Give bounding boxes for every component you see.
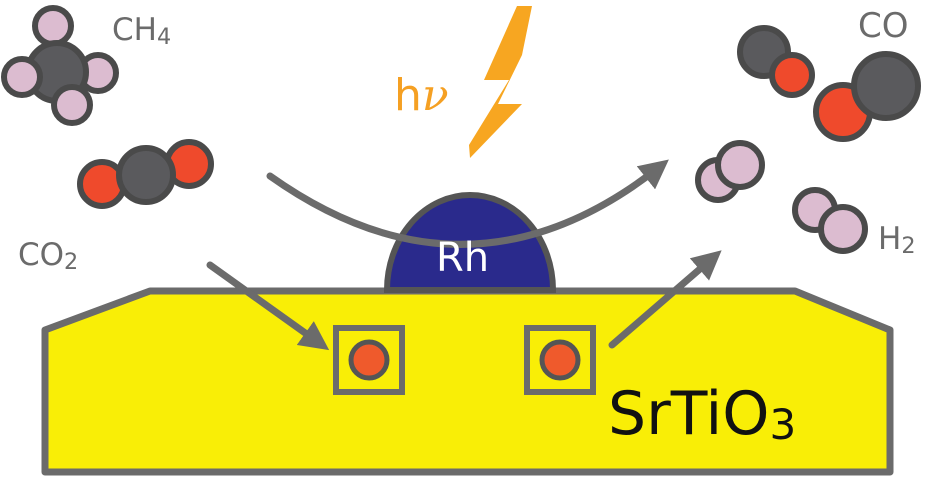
srtio3-subscript: 3 <box>769 400 797 450</box>
light-nu: ν <box>421 70 449 121</box>
light-energy-label: hν <box>394 74 449 118</box>
lattice-oxygen-site-icon <box>524 325 596 395</box>
methane-subscript: 4 <box>156 24 172 51</box>
methane-molecule-icon <box>1 5 119 126</box>
carbon-monoxide-molecule-icon <box>737 25 815 98</box>
reaction-arrow-curved <box>266 159 669 248</box>
carbon-dioxide-molecule-icon <box>77 139 214 209</box>
hydrogen-molecule-icon <box>792 187 868 254</box>
hydrogen-molecule-icon <box>695 140 765 203</box>
rh-label: Rh <box>436 235 490 281</box>
co2-formula: CO <box>18 237 65 273</box>
srtio3-support <box>41 287 894 476</box>
carbon-monoxide-molecule-icon <box>813 51 921 142</box>
co-formula: CO <box>858 6 909 46</box>
h2-label: H2 <box>878 221 916 258</box>
srtio3-label: SrTiO3 <box>608 384 796 446</box>
srtio3-formula: SrTiO <box>608 379 770 449</box>
co2-label: CO2 <box>18 237 78 274</box>
lattice-oxygen-site-icon <box>333 325 405 395</box>
lightning-bolt-icon <box>469 6 532 158</box>
arrow-lattice-to-products <box>608 250 722 349</box>
light-h: h <box>394 70 422 121</box>
co-label: CO <box>858 9 909 43</box>
co2-subscript: 2 <box>64 249 79 276</box>
h2-subscript: 2 <box>901 233 916 260</box>
h2-formula: H <box>878 221 902 257</box>
methane-formula: CH <box>112 12 157 48</box>
arrow-co2-to-lattice <box>206 261 330 351</box>
methane-label: CH4 <box>112 12 171 49</box>
